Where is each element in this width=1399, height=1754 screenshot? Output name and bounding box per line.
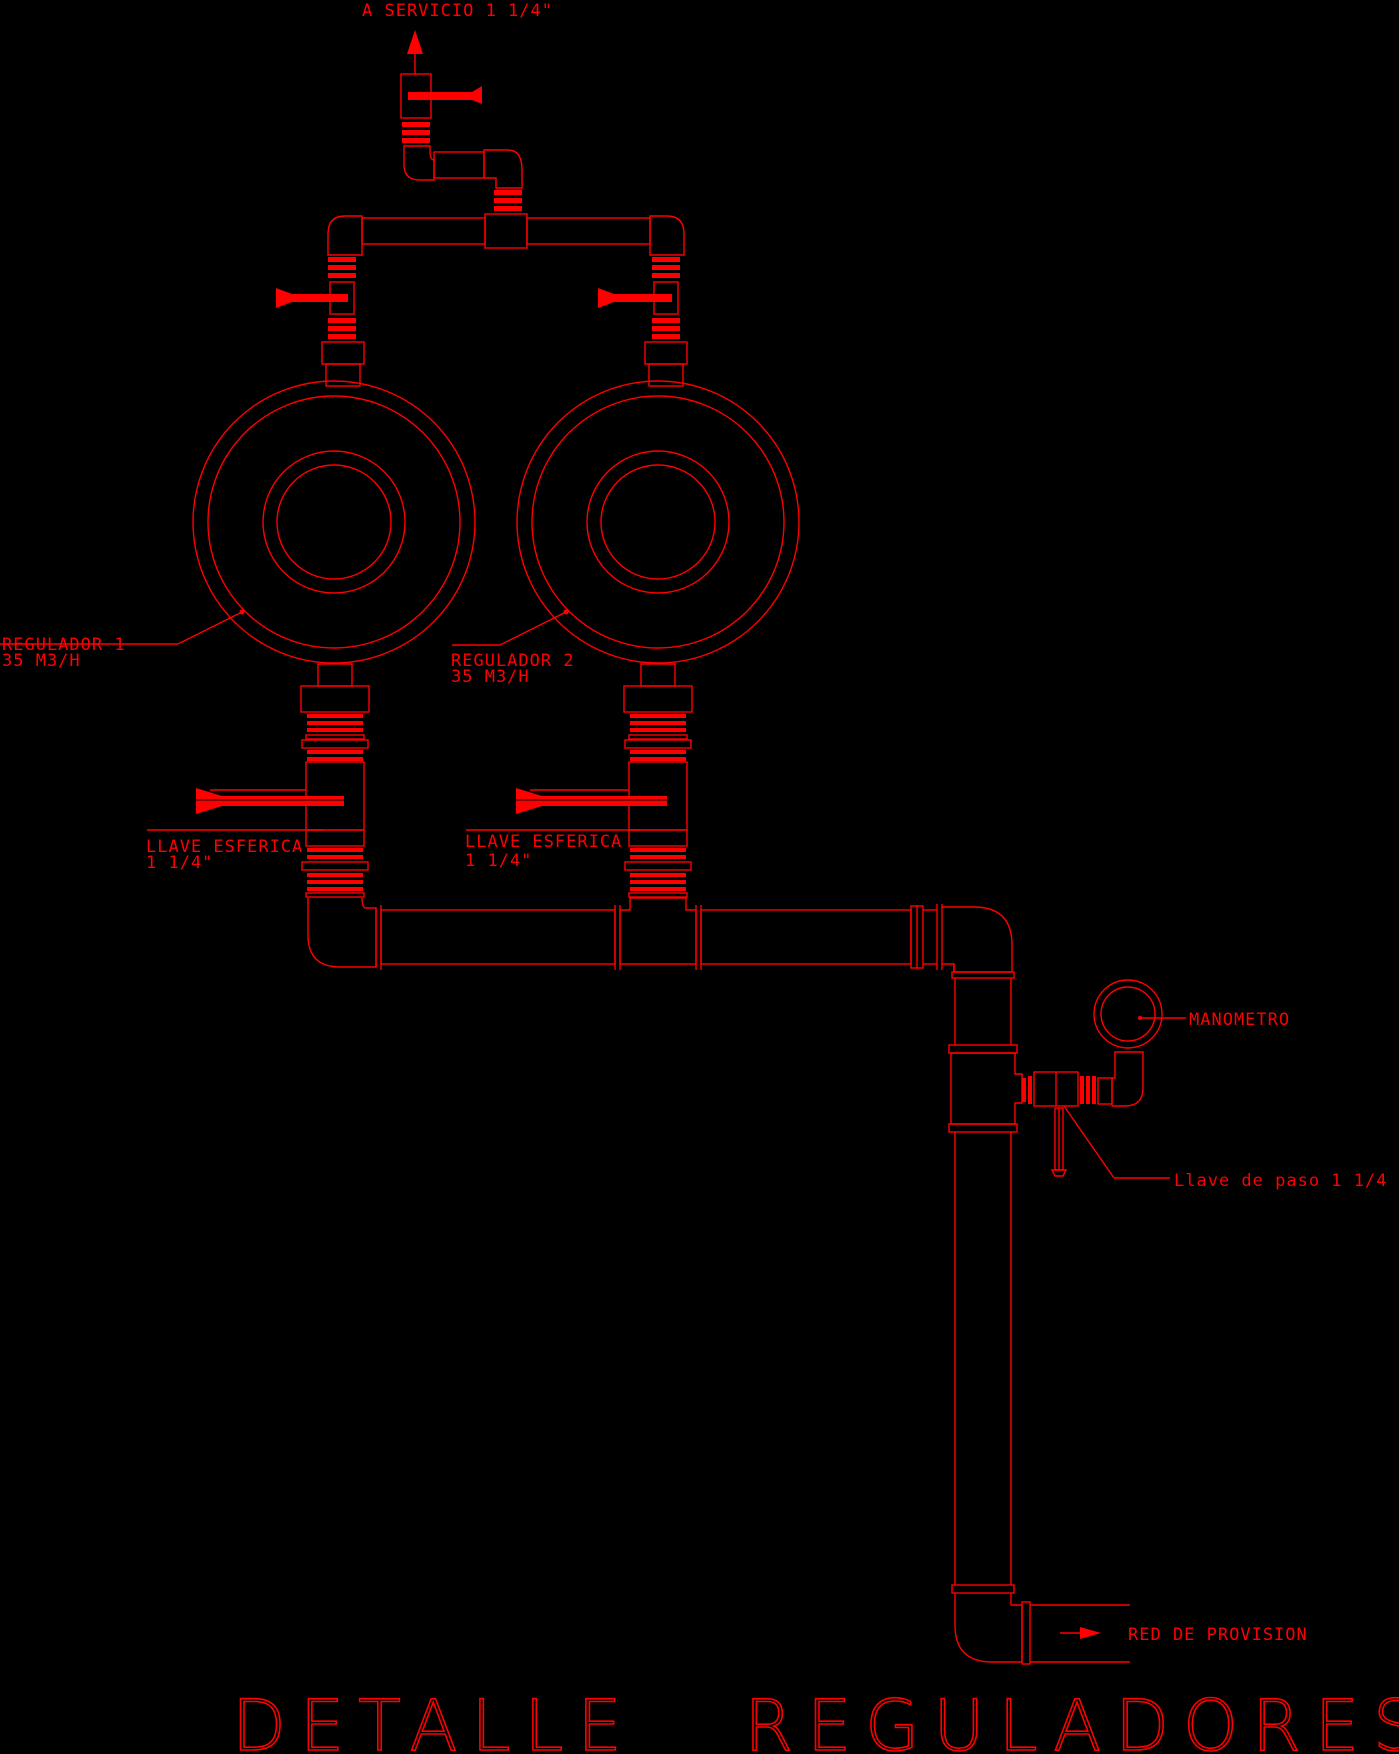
outlet-label: A SERVICIO 1 1/4" xyxy=(362,1,553,21)
outlet-pipe xyxy=(400,30,523,211)
gauge-valve-label: Llave de paso 1 1/4 xyxy=(1174,1171,1387,1191)
regulator-2 xyxy=(516,380,800,664)
valve1-name-label: LLAVE ESFERICA xyxy=(146,837,303,857)
leader-lines xyxy=(0,609,1186,1179)
valve2-name-label: LLAVE ESFERICA xyxy=(465,832,622,852)
regulator1-outlet-stack xyxy=(276,257,365,387)
regulator1-name-label: REGULADOR 1 xyxy=(2,635,126,655)
supply-label: RED DE PROVISION xyxy=(1128,1625,1308,1645)
regulator2-name-label: REGULADOR 2 xyxy=(451,651,575,671)
regulator2-flow-label: 35 M3/H xyxy=(451,667,530,687)
gauge-branch xyxy=(1022,979,1163,1177)
gauge-label: MANOMETRO xyxy=(1189,1010,1290,1030)
bottom-manifold xyxy=(307,897,1013,973)
top-manifold xyxy=(327,213,685,256)
regulator-1 xyxy=(192,380,476,664)
regulator1-flow-label: 35 M3/H xyxy=(2,651,81,671)
supply-riser xyxy=(948,971,1130,1665)
valve2-size-label: 1 1/4" xyxy=(465,851,532,871)
drawing-title: DETALLE REGULADORES xyxy=(232,1685,1399,1754)
valve1-size-label: 1 1/4" xyxy=(146,853,213,873)
regulator2-inlet-stack xyxy=(516,663,693,898)
regulator2-outlet-stack xyxy=(598,257,688,387)
regulator1-inlet-stack xyxy=(196,663,370,898)
